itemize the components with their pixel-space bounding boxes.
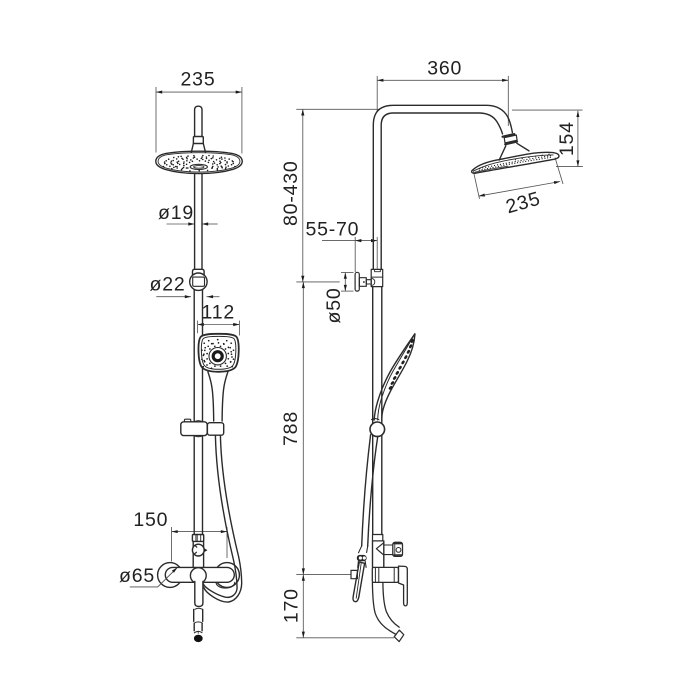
- svg-text:ø50: ø50: [323, 287, 345, 323]
- svg-text:360: 360: [427, 58, 462, 80]
- svg-text:235: 235: [181, 69, 216, 91]
- svg-text:112: 112: [202, 301, 236, 323]
- svg-text:154: 154: [556, 121, 578, 156]
- svg-text:788: 788: [280, 411, 302, 446]
- svg-text:80-430: 80-430: [280, 160, 302, 226]
- svg-text:ø19: ø19: [158, 202, 194, 224]
- svg-text:ø65: ø65: [119, 565, 155, 587]
- svg-text:ø22: ø22: [149, 273, 185, 295]
- svg-text:170: 170: [281, 588, 303, 623]
- svg-text:150: 150: [133, 509, 168, 531]
- svg-text:55-70: 55-70: [305, 218, 359, 240]
